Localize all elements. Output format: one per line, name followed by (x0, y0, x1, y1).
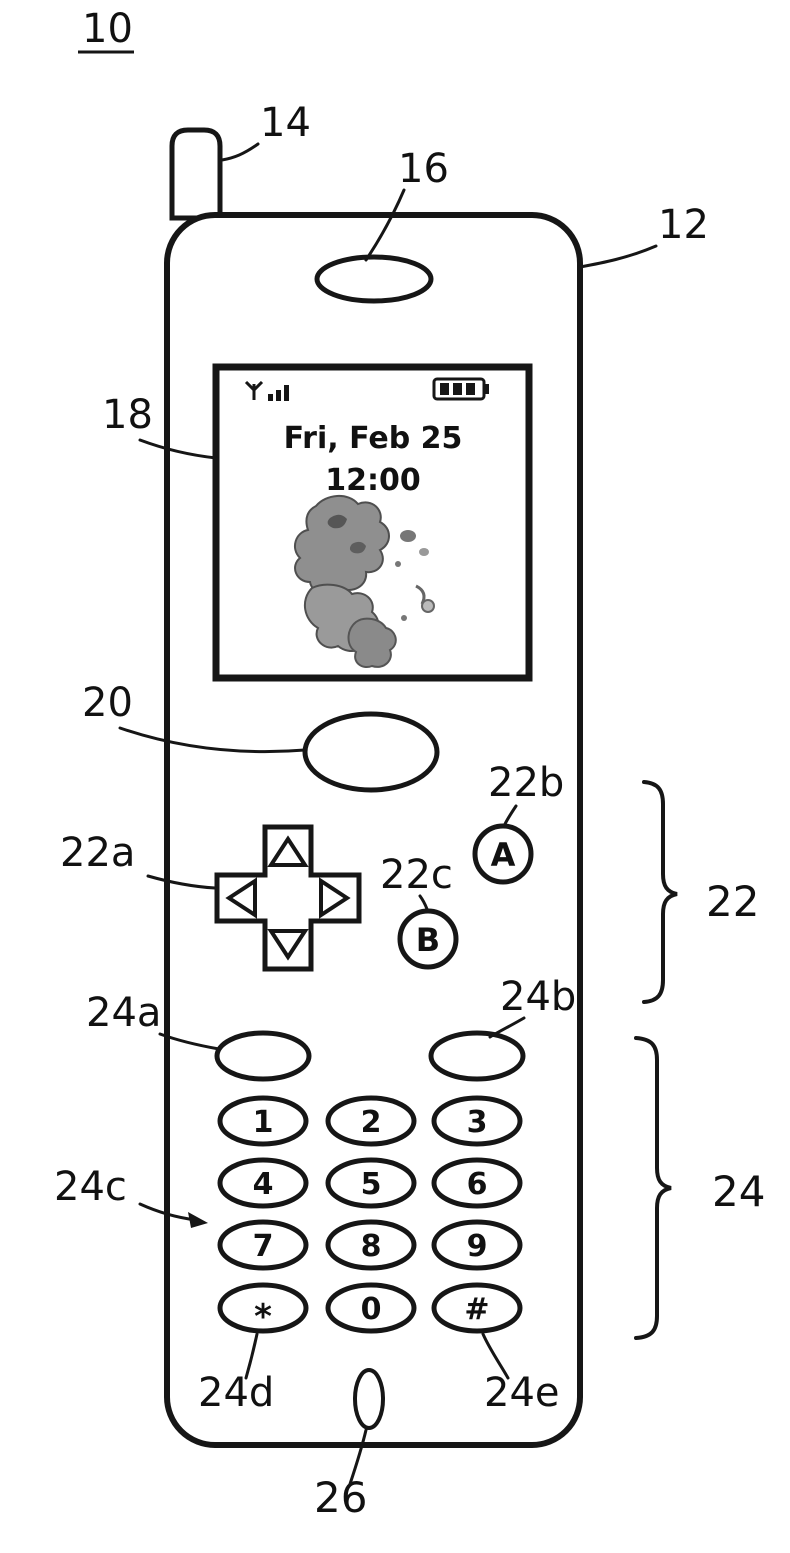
battery-bar-3 (466, 383, 475, 395)
dpad-right-icon (319, 877, 351, 919)
key-5 (325, 1157, 417, 1209)
signal-icon-flag (244, 380, 264, 393)
key-5-label: 5 (361, 1167, 382, 1202)
ref-label-left-soft-button: 24a (86, 990, 161, 1036)
arrowhead-numeric-keypad (188, 1212, 208, 1228)
key-2 (325, 1095, 417, 1147)
key-2-label: 2 (361, 1105, 382, 1140)
screen-date: Fri, Feb 25 (284, 421, 463, 456)
key-star (217, 1282, 309, 1334)
leader-dpad (146, 874, 217, 890)
key-9 (431, 1219, 523, 1271)
dpad (214, 824, 362, 972)
ref-label-b-button: 22c (380, 852, 453, 898)
battery-nub (484, 384, 489, 394)
dpad-cross (214, 824, 362, 972)
ref-label-a-button: 22b (488, 760, 564, 806)
screen-time: 12:00 (325, 463, 421, 498)
character-detail-2 (349, 541, 366, 554)
leader-microphone (348, 1428, 368, 1486)
key-hash-label: # (464, 1292, 489, 1327)
figure-number: 10 (82, 6, 133, 52)
leader-select-button (118, 726, 307, 754)
leader-b-button (418, 894, 429, 911)
left-soft-button (214, 1030, 312, 1082)
a-button-label: A (491, 836, 516, 874)
leader-display (138, 438, 218, 460)
right-soft-button (428, 1030, 526, 1082)
key-1 (217, 1095, 309, 1147)
ref-label-antenna: 14 (260, 100, 311, 146)
key-7-label: 7 (253, 1229, 274, 1264)
ref-label-speaker: 16 (398, 146, 449, 192)
key-1-label: 1 (253, 1105, 274, 1140)
leader-right-soft-button (488, 1016, 526, 1039)
battery-bar-2 (453, 383, 462, 395)
key-8-label: 8 (361, 1229, 382, 1264)
microphone (353, 1368, 385, 1430)
speaker (314, 254, 434, 304)
key-8 (325, 1219, 417, 1271)
key-hash (431, 1282, 523, 1334)
key-6 (431, 1157, 523, 1209)
key-7 (217, 1219, 309, 1271)
ref-label-keypad-group: 24 (712, 1167, 765, 1216)
sketch-speck-1 (395, 561, 401, 567)
brace-operation-buttons (642, 780, 678, 1004)
ref-label-operation-buttons-group: 22 (706, 877, 759, 926)
b-button-label: B (416, 921, 440, 959)
dpad-left-icon (225, 877, 257, 919)
key-3-label: 3 (467, 1105, 488, 1140)
ref-label-display: 18 (102, 392, 153, 438)
ref-label-right-soft-button: 24b (500, 974, 576, 1020)
battery-bar-1 (440, 383, 449, 395)
numeric-keypad: 1 2 3 4 5 6 7 8 9 * 0 # (217, 1095, 523, 1337)
key-4 (217, 1157, 309, 1209)
a-button (472, 823, 534, 885)
sketch-mark-2 (419, 548, 429, 556)
character-sketch (293, 495, 435, 668)
select-button (302, 711, 440, 793)
ref-label-housing: 12 (658, 202, 709, 248)
leader-antenna (220, 142, 260, 162)
ref-label-star-key: 24d (198, 1370, 274, 1416)
ref-label-hash-key: 24e (484, 1370, 560, 1416)
leader-left-soft-button (158, 1032, 221, 1051)
dpad-up-icon (267, 835, 309, 867)
b-button (397, 908, 459, 970)
antenna (169, 127, 223, 221)
key-4-label: 4 (253, 1167, 274, 1202)
key-6-label: 6 (467, 1167, 488, 1202)
leader-a-button (503, 804, 518, 826)
ref-label-microphone: 26 (314, 1473, 367, 1522)
signal-bar-1 (268, 394, 273, 401)
key-0-label: 0 (361, 1292, 382, 1327)
ref-label-dpad: 22a (60, 830, 135, 876)
leader-star-key (244, 1332, 259, 1380)
leader-hash-key (481, 1332, 510, 1380)
character-detail-1 (327, 514, 347, 529)
ref-label-numeric-keypad: 24c (54, 1164, 127, 1210)
ref-label-select-button: 20 (82, 680, 133, 726)
leader-speaker (364, 188, 406, 262)
leader-housing (578, 244, 658, 269)
signal-bar-3 (284, 385, 289, 401)
key-3 (431, 1095, 523, 1147)
sketch-mark-1 (400, 530, 416, 542)
key-0 (325, 1282, 417, 1334)
battery-level-icon (432, 377, 489, 401)
brace-keypad-group (634, 1036, 672, 1340)
character-head (293, 495, 390, 595)
key-star-label: * (254, 1297, 272, 1337)
dpad-down-icon (267, 929, 309, 961)
sketch-speck-2 (401, 615, 407, 621)
character-foot (347, 617, 397, 668)
sketch-mark-4 (421, 599, 435, 613)
signal-bar-2 (276, 390, 281, 401)
signal-strength-icon (244, 380, 289, 401)
key-9-label: 9 (467, 1229, 488, 1264)
